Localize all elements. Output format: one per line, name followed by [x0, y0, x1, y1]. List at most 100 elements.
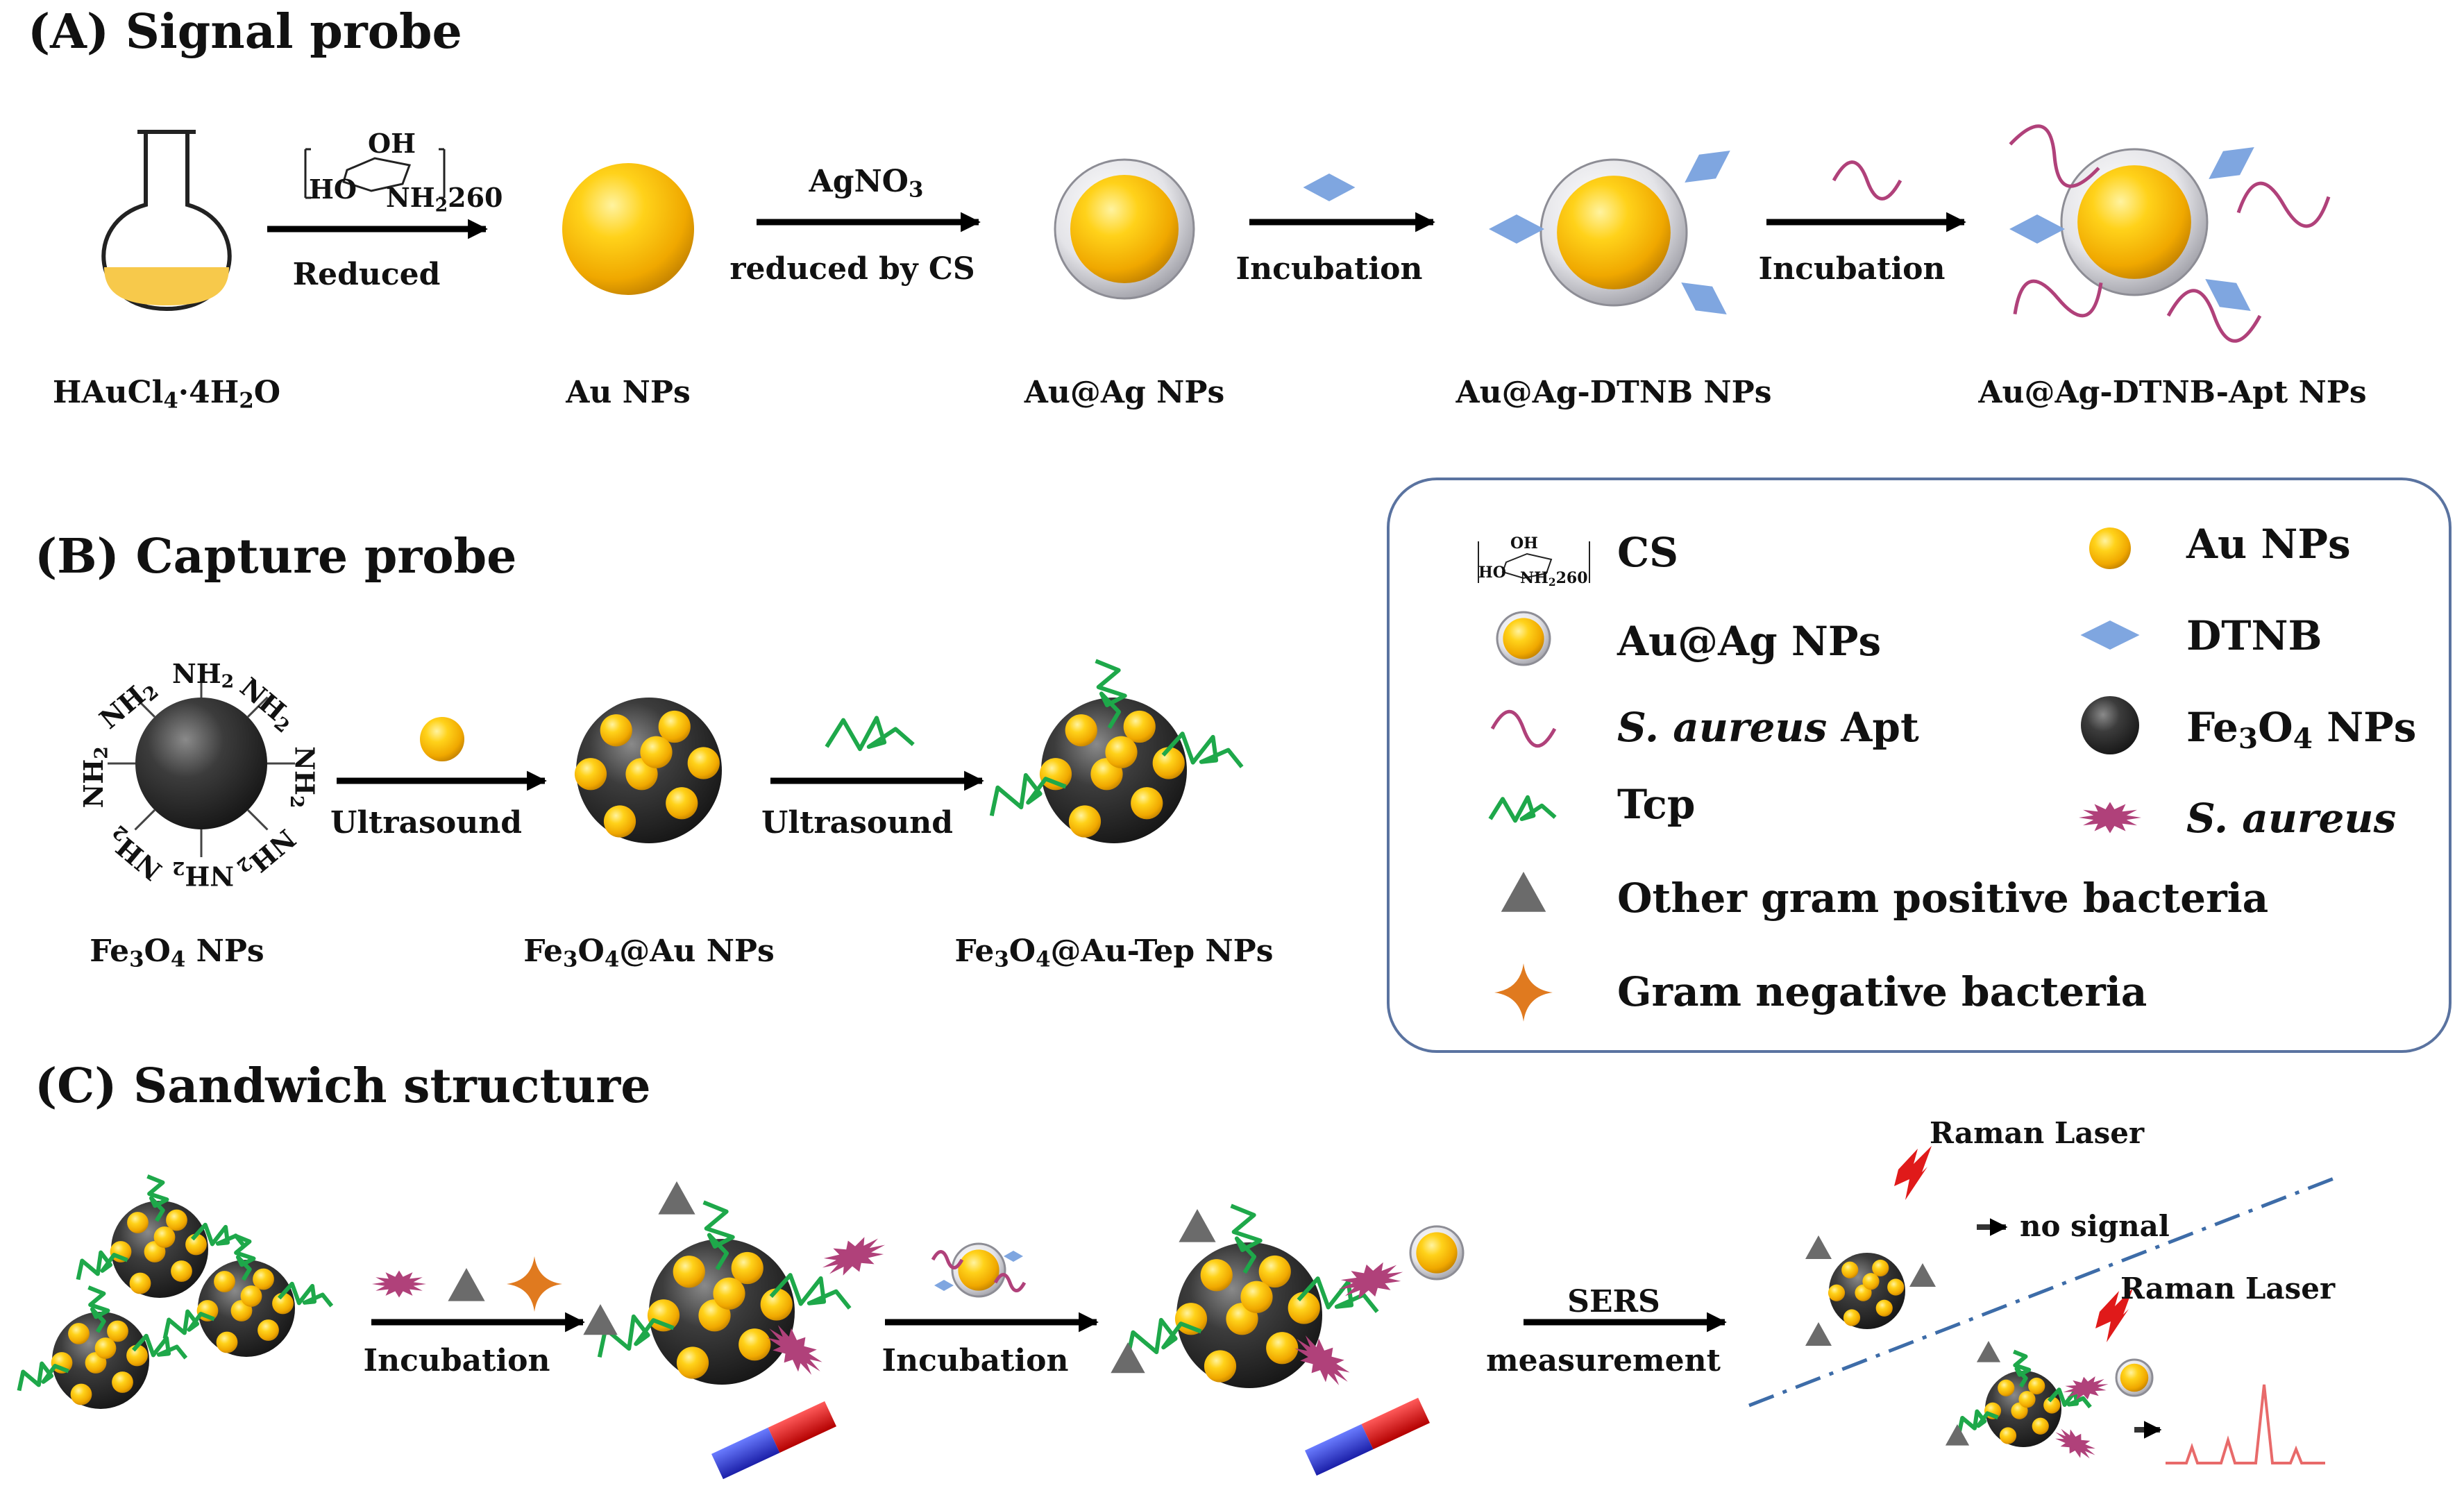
fe3o4-au-particle-au-2 [687, 747, 720, 779]
capture-probe-c3-au-5 [112, 1371, 133, 1393]
section-title-c: (C) Sandwich structure [35, 1058, 651, 1114]
capture-probe-c3-tcp-left [17, 1361, 69, 1392]
dtnb-apt-top-right [2209, 147, 2254, 179]
complex-2-au-7 [1240, 1281, 1273, 1313]
legend-label-fe3o4-nps: Fe3O4 NPs [2186, 704, 2417, 756]
legend-label-dtnb: DTNB [2186, 612, 2322, 659]
result-positive-complex-tcp-right [2047, 1387, 2092, 1409]
arrow-label-reduced: Reduced [292, 257, 441, 292]
result-divider [1748, 1174, 2340, 1408]
complex-2-gram-positive-b [1111, 1342, 1145, 1374]
result-positive-complex-au-1 [2028, 1377, 2045, 1395]
capture-probe-c1-au-1 [166, 1209, 187, 1231]
result-negative-complex-au-0 [1841, 1261, 1859, 1278]
dtnb-apt-left [2009, 214, 2065, 244]
legend-cs-bracket [1478, 541, 1590, 583]
label-auag-dtnb-apt-nps: Au@Ag-DTNB-Apt NPs [1978, 375, 2367, 410]
legend-gram-negative-symbol [1494, 963, 1553, 1022]
capture-probe-c2-tcp-right [277, 1281, 334, 1308]
result-positive-signal-probe-core [2120, 1363, 2149, 1392]
cs-bracket [304, 148, 446, 199]
legend-label-au-nps: Au NPs [2186, 521, 2351, 568]
magnet-icon-2-north [1361, 1397, 1431, 1450]
complex-2-au-6 [1204, 1350, 1237, 1383]
apt-reagent [1832, 160, 1902, 201]
flask-solution [104, 267, 229, 305]
legend-cs-ho: HO [1478, 564, 1506, 582]
fe3o4-au-particle-au-1 [658, 710, 691, 743]
complex-1-au-3 [647, 1299, 680, 1332]
fe3o4-au-tep-particle-au-2 [1152, 747, 1185, 779]
legend-cs-nh2: NH2260 [1520, 569, 1588, 589]
complex-1-tcp-right [769, 1273, 852, 1310]
flask-icon [101, 130, 232, 312]
tcp-reagent [825, 716, 915, 752]
fe3o4-au-tep-particle-au-0 [1065, 714, 1097, 747]
complex-2-au-0 [1200, 1259, 1233, 1292]
complex-2-s-aureus-a [1338, 1262, 1403, 1299]
amine-linker-5 [134, 809, 155, 831]
arrow-label-incubation-c2: Incubation [881, 1343, 1069, 1378]
nh2-label-top: NH2 [172, 658, 235, 693]
reagent-signal-probe-apt-b [993, 1273, 1027, 1292]
fe3o4-au-particle-au-6 [603, 805, 636, 838]
result-negative-gram-positive-b [1909, 1263, 1936, 1287]
magnet-icon-2 [1304, 1397, 1431, 1476]
legend-label-gram-negative: Gram negative bacteria [1617, 968, 2147, 1015]
complex-1-au-2 [760, 1288, 793, 1321]
label-au-nps: Au NPs [566, 375, 691, 410]
laser-bolt-icon-1 [1894, 1146, 1932, 1200]
result-positive-s-aureus-a [2063, 1376, 2109, 1400]
arrow-label-incubation-a1: Incubation [1235, 251, 1423, 287]
complex-2-au-3 [1174, 1303, 1208, 1335]
spectrum-icon [2166, 1384, 2325, 1464]
complex-2-au-2 [1288, 1292, 1320, 1324]
result-positive-complex-au-2 [2043, 1396, 2061, 1414]
result-negative-complex-au-6 [1843, 1309, 1861, 1326]
dtnb-reagent [1303, 174, 1356, 201]
fe3o4-amine-particle [135, 698, 267, 829]
complex-1-au-7 [713, 1277, 745, 1310]
au-reagent-b [420, 717, 464, 761]
capture-probe-c2-au-2 [272, 1292, 294, 1315]
magnet-icon-2-south [1304, 1424, 1374, 1476]
legend-tcp-symbol [1488, 795, 1557, 823]
section-title-a: (A) Signal probe [28, 4, 462, 60]
result-positive-gram-positive-a [1976, 1341, 2001, 1362]
result-positive-gram-positive-b [1945, 1424, 1970, 1446]
result-negative-complex-au-5 [1875, 1299, 1893, 1317]
reagent-s-aureus [372, 1270, 426, 1298]
reagent-signal-probe-dtnb-b [1004, 1251, 1023, 1262]
magnet-icon-1 [711, 1401, 837, 1480]
capture-probe-c1-au-0 [127, 1212, 149, 1233]
capture-probe-c1-au-5 [171, 1260, 192, 1282]
complex-2-au-5 [1266, 1332, 1299, 1365]
result-negative-complex-au-1 [1872, 1259, 1889, 1277]
result-negative-complex-au-3 [1828, 1284, 1846, 1301]
complex-2-s-aureus-b [1294, 1335, 1350, 1385]
capture-probe-c3-au-0 [68, 1323, 90, 1344]
capture-probe-c2-tcp-top [233, 1233, 256, 1281]
complex-2-au-1 [1258, 1255, 1291, 1288]
magnet-icon-1-south [711, 1427, 780, 1480]
capture-probe-c1-tcp-right [190, 1222, 247, 1249]
result-negative-gram-positive-a [1805, 1235, 1832, 1259]
label-fe3o4-au-tep-nps: Fe3O4@Au-Tep NPs [954, 934, 1274, 972]
complex-1-gram-positive-a [658, 1181, 695, 1215]
nh2-label-left: NH2 [77, 746, 112, 809]
apt-right [2236, 181, 2331, 228]
legend-label-other-gram-positive: Other gram positive bacteria [1617, 875, 2269, 922]
fe3o4-au-particle-au-5 [666, 787, 698, 820]
legend-au-nps-symbol [2089, 527, 2131, 569]
legend-auag-symbol-core [1503, 618, 1544, 659]
amine-linker-7 [134, 696, 155, 718]
complex-2-signal-probe-core [1416, 1232, 1458, 1274]
capture-probe-c1-au-7 [153, 1226, 176, 1248]
label-haucl4: HAuCl4·4H2O [52, 375, 281, 414]
result-positive-complex-au-5 [2032, 1417, 2049, 1435]
capture-probe-c2-au-0 [214, 1271, 235, 1292]
reagent-signal-probe-dtnb-a [934, 1280, 954, 1291]
legend-label-cs: CS [1617, 529, 1679, 576]
legend-label-tcp: Tcp [1617, 781, 1696, 828]
